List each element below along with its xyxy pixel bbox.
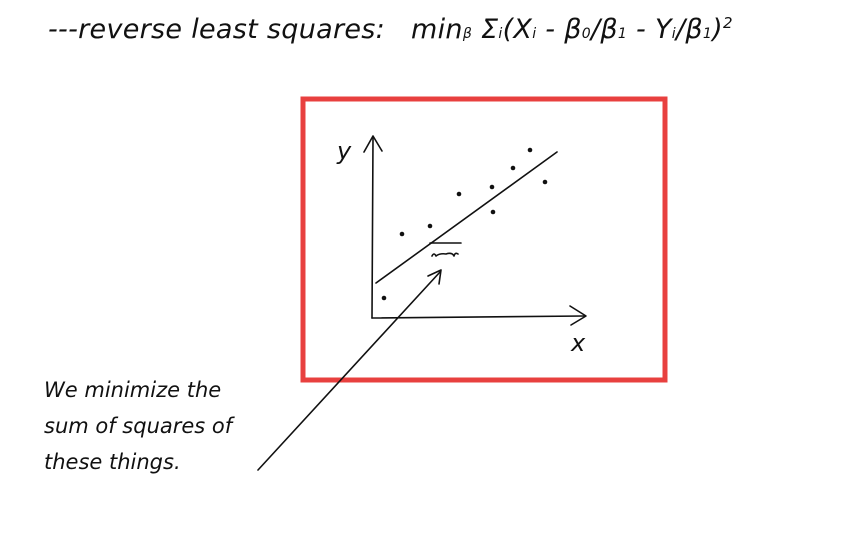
sigma-subscript: i (498, 26, 503, 42)
y-axis (371, 137, 374, 319)
data-point (456, 191, 462, 197)
formula-prefix: ---reverse least squares: (48, 14, 386, 45)
beta1b-subscript: 1 (702, 26, 713, 42)
data-point (427, 223, 433, 229)
data-point (399, 231, 405, 237)
annotation-line: We minimize the (44, 378, 222, 402)
beta0-subscript: 0 (581, 26, 591, 42)
x-subscript: i (532, 26, 537, 42)
data-point (527, 147, 533, 153)
pointer-arrowhead (427, 269, 442, 285)
regression-line (375, 151, 558, 284)
y-axis-label: y (336, 137, 352, 165)
data-point (489, 184, 495, 190)
annotation-note: We minimize the sum of squares of these … (44, 372, 284, 480)
data-point (510, 165, 516, 171)
x-axis-arrowhead (569, 305, 587, 326)
data-point (542, 179, 548, 185)
expr-part-4: - Y (627, 14, 672, 45)
y-axis-arrowhead (363, 135, 383, 153)
pointer-arrow (257, 271, 441, 471)
expr-part-5: /β (675, 14, 703, 45)
expr-part-3: /β (590, 14, 618, 45)
data-point (381, 295, 387, 301)
formula-title: ---reverse least squares: minβ Σi(Xi - β… (48, 14, 838, 45)
annotation-line: sum of squares of (44, 414, 233, 438)
expr-part-1: (X (502, 14, 533, 45)
sigma-symbol: Σ (481, 14, 499, 45)
y-subscript: i (671, 26, 676, 42)
data-point (490, 209, 496, 215)
expr-part-6: ) (712, 14, 723, 45)
expr-part-2: - β (536, 14, 582, 45)
highlight-frame (300, 96, 668, 383)
residual-brace (431, 252, 459, 257)
x-axis (371, 315, 585, 319)
annotation-line: these things. (44, 450, 181, 474)
power-superscript: 2 (722, 14, 733, 32)
min-subscript: β (462, 26, 473, 42)
formula-expression: minβ Σi(Xi - β0/β1 - Yi/β1)2 (411, 14, 733, 45)
min-text: min (411, 14, 463, 45)
x-axis-label: x (570, 329, 586, 357)
beta1-subscript: 1 (617, 26, 628, 42)
